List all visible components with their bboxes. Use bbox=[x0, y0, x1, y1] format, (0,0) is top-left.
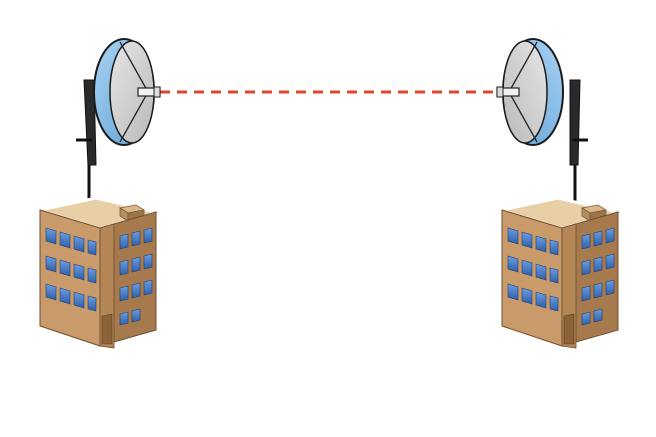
mast-bracket-right bbox=[569, 79, 581, 166]
dish-antenna-left-icon bbox=[93, 38, 161, 146]
site-left bbox=[38, 38, 161, 350]
site-right bbox=[496, 38, 620, 350]
dish-antenna-right-icon bbox=[496, 38, 564, 146]
office-building-right bbox=[500, 196, 620, 350]
office-building-left bbox=[38, 196, 158, 350]
mast-bracket-left bbox=[83, 79, 97, 166]
